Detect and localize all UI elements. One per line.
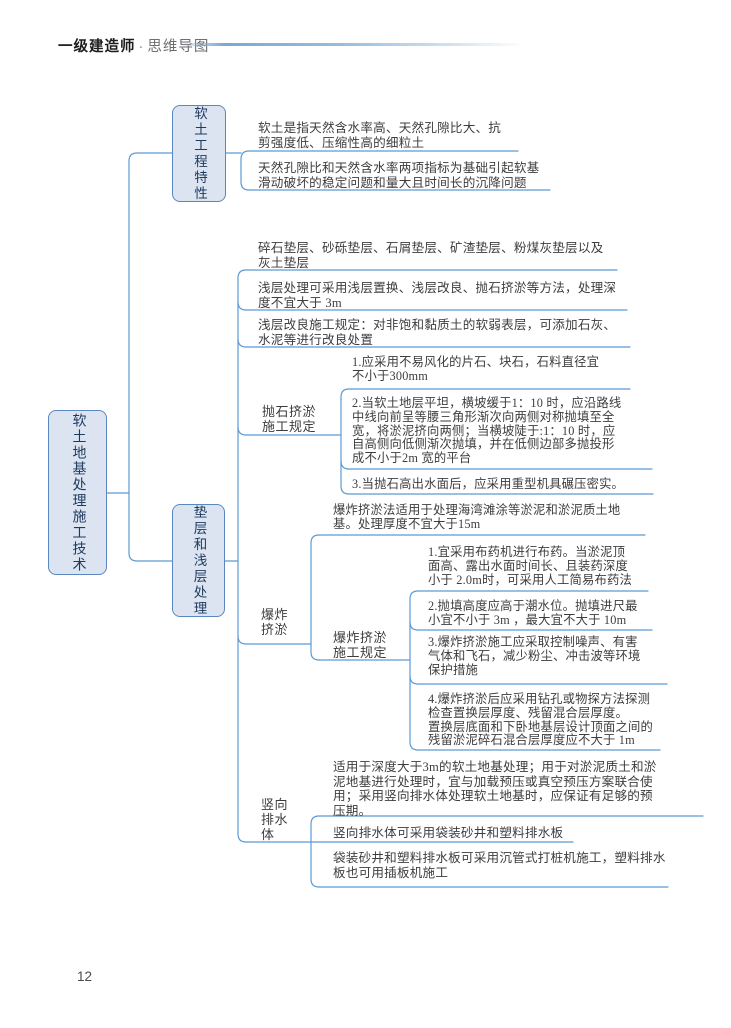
header-brand: 一级建造师 [58,39,136,55]
leaf-shallow-treatment-methods: 浅层处理可采用浅层置换、浅层改良、抛石挤淤等方法，处理深 度不宜大于 3m [258,281,617,310]
branch-soft-soil-characteristics: 软土工程特性 [172,105,226,202]
leaf-cushion-types: 碎石垫层、砂砾垫层、石屑垫层、矿渣垫层、粉煤灰垫层以及 灰土垫层 [258,241,604,270]
leaf-drain-materials: 竖向排水体可采用袋装砂井和塑料排水板 [333,826,564,840]
header-rule-line [183,43,525,46]
node-rock-fill-squeeze-rules: 抛石挤淤 施工规定 [262,404,317,434]
root-topic-soft-soil-foundation: 软土地基处理施工技术 [48,410,107,575]
branch1-connectors [225,150,551,191]
leaf-drain-applicability: 适用于深度大于3m的软土地基处理；用于对淤泥质土和淤 泥地基进行处理时，宜与加载… [333,760,657,818]
branch2-trunk [224,269,631,843]
rock-fill-rules-connectors [340,388,654,495]
leaf-shallow-improvement-rule: 浅层改良施工规定：对非饱和黏质土的软弱表层，可添加石灰、 水泥等进行改良处置 [258,318,617,347]
leaf-void-ratio-indicator: 天然孔隙比和天然含水率两项指标为基础引起软基 滑动破坏的稳定问题和量大且时间长的… [258,161,540,190]
blast-rules-connectors [409,590,668,751]
page-number: 12 [77,969,93,984]
branch-cushion-shallow-treatment: 垫层和浅层处理 [172,504,225,617]
leaf-blast-rule-1: 1.宜采用布药机进行布药。当淤泥顶 面高、露出水面时间长、且装药深度 小于 2.… [428,545,632,587]
header-separator: · [138,39,145,55]
blast-squeeze-connectors [310,534,646,661]
leaf-blast-applicability: 爆炸挤淤法适用于处理海湾滩涂等淤泥和淤泥质土地 基。处理厚度不宜大于15m [333,503,621,531]
vertical-drain-connectors [310,815,704,888]
leaf-rock-rule-1: 1.应采用不易风化的片石、块石，石料直径宜 不小于300mm [352,355,600,383]
page-header: 一级建造师·思维导图 [58,35,209,56]
leaf-blast-rule-4: 4.爆炸挤淤后应采用钻孔或物探方法探测 检查置换层厚度、残留混合层厚度。 置换层… [428,692,653,748]
leaf-blast-rule-3: 3.爆炸挤淤施工应采取控制噪声、有害 气体和飞石，减少粉尘、冲击波等环境 保护措… [428,635,641,677]
node-vertical-drain: 竖向 排水 体 [261,797,289,842]
leaf-rock-rule-2: 2.当软土地层平坦，横坡缓于1：10 时，应沿路线 中线向前呈等腰三角形渐次向两… [352,396,622,466]
leaf-blast-rule-2: 2.抛填高度应高于潮水位。抛填进尺最 小宜不小于 3m ，最大宜不大于 10m [428,599,638,627]
node-blast-construction-rules: 爆炸挤淤 施工规定 [333,630,388,660]
root-connectors [106,152,173,562]
node-blast-squeeze: 爆炸 挤淤 [261,607,289,637]
leaf-drain-construction: 袋装砂井和塑料排水板可采用沉管式打桩机施工，塑料排水 板也可用插板机施工 [333,851,666,880]
leaf-rock-rule-3: 3.当抛石高出水面后，应采用重型机具碾压密实。 [352,477,625,491]
leaf-soft-soil-definition: 软土是指天然含水率高、天然孔隙比大、抗 剪强度低、压缩性高的细粒土 [258,121,502,150]
